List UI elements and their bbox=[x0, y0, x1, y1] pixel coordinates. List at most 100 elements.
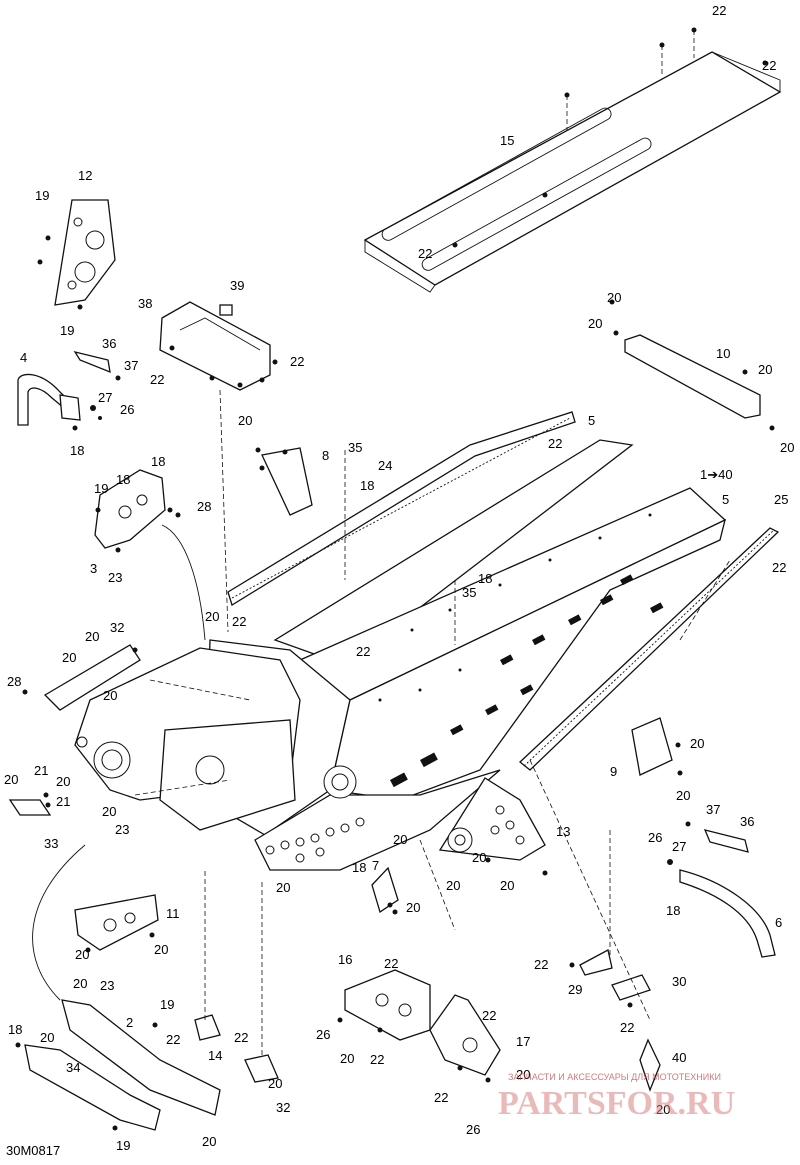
callout-label: 9 bbox=[610, 764, 617, 779]
callout-label: 26 bbox=[316, 1027, 330, 1042]
callout-label: 20 bbox=[656, 1102, 670, 1117]
callout-labels: 2222152212191939382222436372726182020102… bbox=[4, 3, 794, 1153]
part-13-plate bbox=[438, 777, 548, 876]
callout-label: 19 bbox=[94, 481, 108, 496]
callout-label: 19 bbox=[35, 188, 49, 203]
callout-label: 29 bbox=[568, 982, 582, 997]
callout-label: 22 bbox=[434, 1090, 448, 1105]
callout-label: 37 bbox=[124, 358, 138, 373]
callout-label: 26 bbox=[648, 830, 662, 845]
callout-label: 20 bbox=[393, 832, 407, 847]
figure-code: 30M0817 bbox=[6, 1143, 60, 1158]
callout-label: 22 bbox=[548, 436, 562, 451]
callout-label: 20 bbox=[588, 316, 602, 331]
callout-label: 20 bbox=[516, 1067, 530, 1082]
callout-label: 20 bbox=[205, 609, 219, 624]
callout-label: 22 bbox=[534, 957, 548, 972]
callout-label: 7 bbox=[372, 858, 379, 873]
callout-label: 10 bbox=[716, 346, 730, 361]
callout-label: 36 bbox=[102, 336, 116, 351]
callout-label: 19 bbox=[160, 997, 174, 1012]
watermark-brand: PARTSFOR.RU bbox=[498, 1085, 735, 1120]
callout-label: 22 bbox=[166, 1032, 180, 1047]
callout-label: 28 bbox=[197, 499, 211, 514]
callout-label: 40 bbox=[672, 1050, 686, 1065]
part-38-support bbox=[159, 301, 278, 633]
callout-label: 15 bbox=[500, 133, 514, 148]
callout-label: 12 bbox=[78, 168, 92, 183]
callout-label: 5 bbox=[588, 413, 595, 428]
callout-label: 17 bbox=[516, 1034, 530, 1049]
callout-label: 37 bbox=[706, 802, 720, 817]
part-12-bracket bbox=[37, 199, 116, 310]
callout-label: 20 bbox=[238, 413, 252, 428]
callout-label: 20 bbox=[268, 1076, 282, 1091]
callout-label: 20 bbox=[40, 1030, 54, 1045]
callout-label: 1➔40 bbox=[700, 467, 733, 482]
callout-label: 39 bbox=[230, 278, 244, 293]
callout-label: 20 bbox=[85, 629, 99, 644]
callout-label: 3 bbox=[90, 561, 97, 576]
callout-label: 18 bbox=[352, 860, 366, 875]
callout-label: 23 bbox=[100, 978, 114, 993]
callout-label: 22 bbox=[712, 3, 726, 18]
callout-label: 27 bbox=[98, 390, 112, 405]
callout-label: 20 bbox=[406, 900, 420, 915]
callout-label: 20 bbox=[690, 736, 704, 751]
part-9-bracket bbox=[631, 717, 683, 776]
callout-label: 22 bbox=[762, 58, 776, 73]
callout-label: 16 bbox=[338, 952, 352, 967]
callout-label: 20 bbox=[154, 942, 168, 957]
callout-label: 20 bbox=[103, 688, 117, 703]
callout-label: 6 bbox=[775, 915, 782, 930]
callout-label: 18 bbox=[478, 571, 492, 586]
callout-label: 22 bbox=[772, 560, 786, 575]
callout-label: 20 bbox=[56, 774, 70, 789]
callout-label: 13 bbox=[556, 824, 570, 839]
callout-label: 26 bbox=[466, 1122, 480, 1137]
part-34-rail bbox=[15, 1042, 161, 1131]
callout-label: 33 bbox=[44, 836, 58, 851]
callout-label: 19 bbox=[116, 1138, 130, 1153]
callout-label: 18 bbox=[151, 454, 165, 469]
callout-label: 21 bbox=[56, 794, 70, 809]
watermark-tagline: ЗАПЧАСТИ И АКСЕССУАРЫ ДЛЯ МОТОТЕХНИКИ bbox=[508, 1072, 721, 1082]
callout-label: 20 bbox=[676, 788, 690, 803]
callout-label: 20 bbox=[607, 290, 621, 305]
callout-label: 18 bbox=[8, 1022, 22, 1037]
callout-label: 28 bbox=[7, 674, 21, 689]
callout-label: 20 bbox=[62, 650, 76, 665]
callout-label: 22 bbox=[384, 956, 398, 971]
part-7-bracket bbox=[371, 866, 399, 915]
callout-label: 23 bbox=[115, 822, 129, 837]
callout-label: 32 bbox=[276, 1100, 290, 1115]
callout-label: 20 bbox=[102, 804, 116, 819]
part-6-handle bbox=[667, 821, 776, 958]
callout-label: 27 bbox=[672, 839, 686, 854]
callout-label: 20 bbox=[276, 880, 290, 895]
callout-label: 20 bbox=[340, 1051, 354, 1066]
part-10-bar bbox=[609, 299, 775, 431]
callout-label: 22 bbox=[418, 246, 432, 261]
callout-label: 24 bbox=[378, 458, 392, 473]
callout-label: 22 bbox=[356, 644, 370, 659]
callout-label: 5 bbox=[722, 492, 729, 507]
callout-label: 38 bbox=[138, 296, 152, 311]
callout-label: 22 bbox=[482, 1008, 496, 1023]
part-17-bracket bbox=[429, 994, 501, 1083]
chassis-tunnel bbox=[74, 439, 727, 871]
callout-label: 18 bbox=[116, 472, 130, 487]
callout-label: 25 bbox=[774, 492, 788, 507]
callout-label: 20 bbox=[202, 1134, 216, 1149]
part-16-bracket bbox=[337, 969, 431, 1041]
callout-label: 22 bbox=[620, 1020, 634, 1035]
callout-label: 30 bbox=[672, 974, 686, 989]
callout-label: 20 bbox=[75, 947, 89, 962]
part-4-handle bbox=[17, 350, 121, 431]
part-32-plate bbox=[22, 644, 141, 711]
callout-label: 21 bbox=[34, 763, 48, 778]
callout-label: 35 bbox=[348, 440, 362, 455]
callout-label: 20 bbox=[758, 362, 772, 377]
